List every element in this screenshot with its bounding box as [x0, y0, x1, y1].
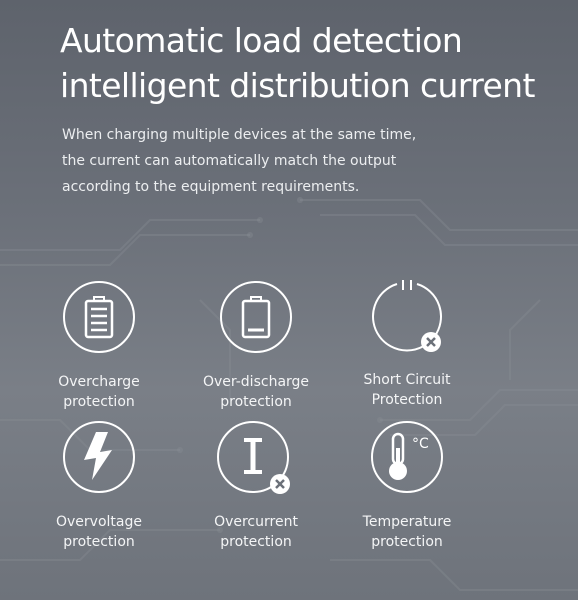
feature-label-line-1: Temperature [362, 514, 452, 530]
feature-overcharge: Overcharge protection [19, 280, 179, 412]
feature-label: Short Circuit Protection [327, 370, 487, 410]
feature-label-line-2: protection [220, 394, 292, 410]
feature-over-discharge: Over-discharge protection [176, 280, 336, 412]
feature-label-line-2: Protection [371, 392, 443, 408]
feature-temperature: °C Temperature protection [327, 420, 487, 552]
thermometer-icon: °C [371, 421, 443, 493]
feature-label: Temperature protection [327, 512, 487, 552]
feature-label: Overvoltage protection [19, 512, 179, 552]
description: When charging multiple devices at the sa… [62, 122, 416, 200]
feature-overcurrent: Overcurrent protection [176, 420, 336, 552]
description-line-1: When charging multiple devices at the sa… [62, 127, 417, 143]
feature-label: Over-discharge protection [176, 372, 336, 412]
feature-label-line-1: Overcharge [58, 374, 140, 390]
description-line-2: the current can automatically match the … [62, 153, 397, 169]
battery-full-icon [63, 281, 135, 353]
current-i-icon [217, 421, 290, 494]
feature-short-circuit: Short Circuit Protection [327, 276, 487, 410]
feature-label-line-1: Overcurrent [214, 514, 298, 530]
headline-line-1: Automatic load detection [60, 21, 463, 60]
headline-line-2: intelligent distribution current [60, 66, 535, 105]
feature-label-line-2: protection [220, 534, 292, 550]
feature-label-line-2: protection [63, 394, 135, 410]
feature-label-line-1: Overvoltage [56, 514, 142, 530]
battery-low-icon [220, 281, 292, 353]
feature-label: Overcurrent protection [176, 512, 336, 552]
feature-label-line-2: protection [371, 534, 443, 550]
lightning-icon [63, 421, 135, 493]
feature-label-line-2: protection [63, 534, 135, 550]
feature-label-line-1: Short Circuit [363, 372, 451, 388]
feature-overvoltage: Overvoltage protection [19, 420, 179, 552]
feature-label: Overcharge protection [19, 372, 179, 412]
headline: Automatic load detection intelligent dis… [60, 18, 535, 108]
power-off-icon [372, 280, 442, 352]
feature-label-line-1: Over-discharge [202, 374, 310, 390]
temperature-unit: °C [412, 436, 429, 452]
description-line-3: according to the equipment requirements. [62, 179, 360, 195]
